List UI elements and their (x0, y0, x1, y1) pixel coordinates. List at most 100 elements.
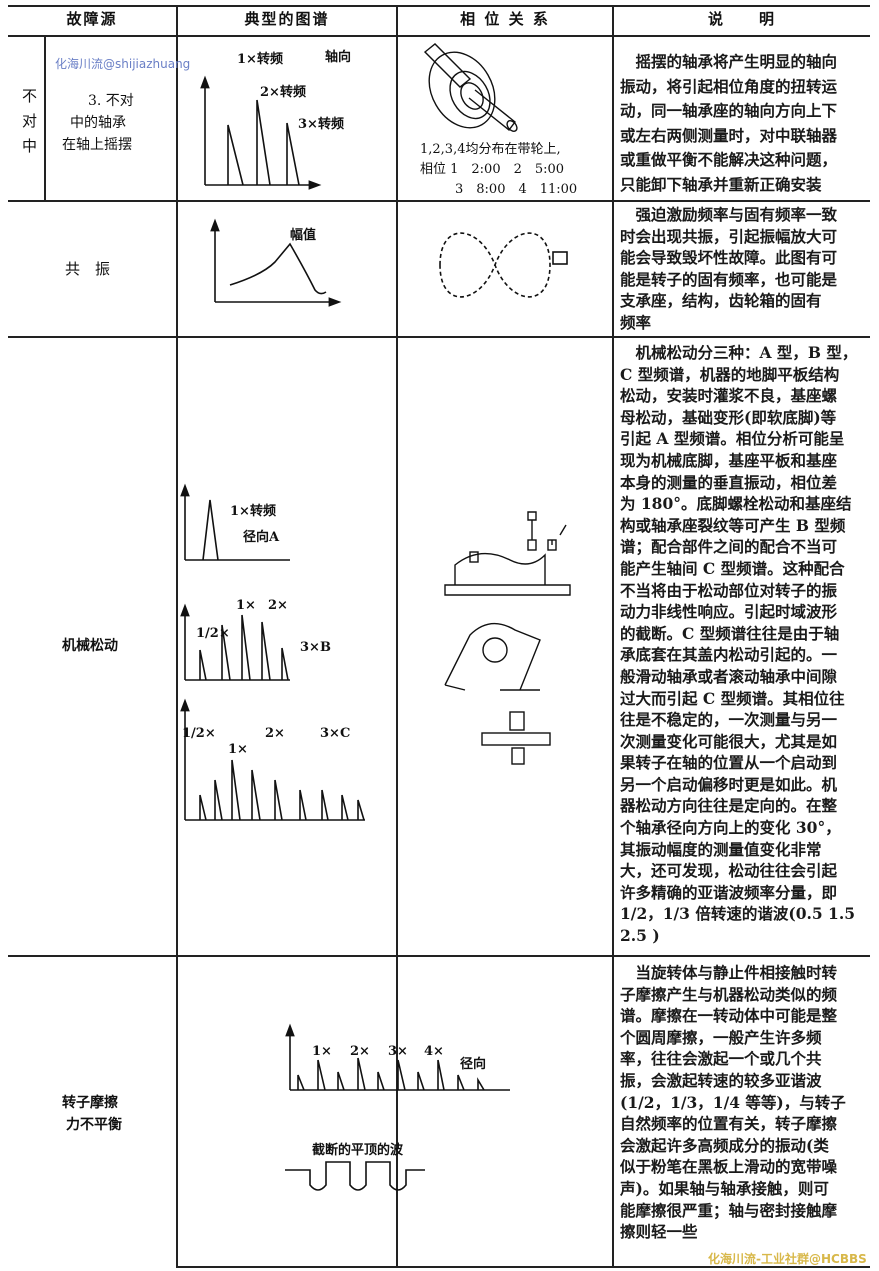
desc-line: 频率 (620, 312, 652, 332)
desc-line: 谱。摩擦在一转动体中可能是整 (620, 1006, 838, 1026)
desc-line: 1/2，1/3 倍转速的谐波(0.5 1.5 (620, 904, 856, 924)
description-rotor-rub: 当旋转体与静止件相接触时转子摩擦产生与机器松动类似的频谱。摩擦在一转动体中可能是… (620, 962, 872, 1243)
desc-line: 往是不稳定的，一次测量与另一 (620, 710, 838, 730)
desc-line: 次测量变化可能很大，尤其是如 (620, 731, 838, 751)
header-typical-spectrum: 典型的图谱 (244, 10, 330, 28)
desc-line: C 型频谱，机器的地脚平板结构 (620, 364, 840, 384)
desc-line: 振动，将引起相位角度的扭转运 (620, 76, 838, 96)
desc-line: 振，会激起转速的较多亚谐波 (620, 1070, 822, 1090)
pillow-block-icon (444, 622, 541, 691)
table-border-bottom (176, 1266, 870, 1268)
source-line: 转子摩擦 (62, 1095, 118, 1111)
desc-line: 许多精确的亚谐波频率分量，即 (620, 882, 838, 902)
desc-line: 摇摆的轴承将产生明显的轴向 (620, 52, 838, 71)
chart-label: 2× (268, 598, 288, 613)
desc-line: 般滑动轴承或者滚动轴承中间隙 (620, 666, 838, 686)
chart-label: 1×转频 (237, 52, 283, 67)
chart-label: 1× (228, 742, 248, 757)
desc-line: 其振动幅度的测量值变化非常 (620, 839, 822, 859)
chart-label: 1×转频 (230, 504, 276, 519)
figure-eight-mode-icon (439, 232, 568, 298)
desc-line: 个轴承径向方向上的变化 30°， (620, 818, 841, 838)
watermark-bottom: 化海川流-工业社群@HCBBS (708, 1252, 867, 1266)
desc-line: 能摩擦很严重；轴与密封接触摩 (620, 1200, 838, 1220)
divider (8, 336, 870, 338)
desc-line: 当旋转体与静止件相接触时转 (620, 963, 838, 982)
desc-line: 母松动，基础变形(即软底脚)等 (620, 407, 837, 427)
chart-label: 4× (424, 1044, 444, 1059)
desc-line: 个圆周摩擦，一般产生许多频 (620, 1027, 822, 1047)
chart-label: 径向A (243, 530, 280, 545)
spectrum-resonance (210, 218, 342, 307)
source-line: 3. 不对 (88, 93, 134, 109)
chart-label: 2× (265, 726, 285, 741)
desc-line: 似于粉笔在黑板上滑动的宽带噪 (620, 1157, 838, 1177)
description-misalignment: 摇摆的轴承将产生明显的轴向振动，将引起相位角度的扭转运动，同一轴承座的轴向方向上… (620, 50, 872, 197)
desc-line: 率，往往会激起一个或几个共 (620, 1049, 822, 1069)
spectrum-axial-misalignment (200, 75, 322, 190)
desc-line: 自然频率的位置有关，转子摩擦 (620, 1114, 838, 1134)
desc-line: 只能卸下轴承并重新正确安装 (620, 174, 822, 194)
cocked-bearing-icon (423, 43, 518, 132)
desc-line: 或重做平衡不能解决这种问题， (620, 150, 838, 169)
group-label: 不对中 (22, 87, 38, 155)
chart-label: 2× (350, 1044, 370, 1059)
source-line: 力不平衡 (66, 1117, 122, 1133)
chart-label: 3×C (320, 726, 351, 741)
desc-line: 子摩擦产生与机器松动类似的频 (620, 984, 838, 1004)
desc-line: 支承座，结构，齿轮箱的固有 (620, 291, 822, 310)
description-resonance: 强迫激励频率与固有频率一致时会出现共振，引起振幅放大可能会导致毁坏性故障。此图有… (620, 204, 872, 333)
divider (612, 5, 614, 1268)
desc-line: 过大而引起 C 型频谱。其相位往 (620, 688, 845, 708)
spectrum-rub (285, 1023, 510, 1091)
spectrum-looseness-a (180, 483, 290, 561)
desc-line: 不当将由于松动部位对转子的振 (620, 580, 838, 600)
desc-line: (1/2，1/3，1/4 等等)，与转子 (620, 1092, 846, 1112)
desc-line: 动，同一轴承座的轴向方向上下 (620, 101, 838, 120)
desc-line: 承底套在其盖内松动引起的。一 (620, 645, 838, 665)
divider (8, 35, 870, 37)
desc-line: 动力非线性响应。引起时域波形 (620, 602, 838, 622)
header-description: 说 明 (707, 10, 776, 28)
table-border-top (8, 5, 870, 7)
chart-label: 3×转频 (298, 117, 344, 132)
desc-line: 谱；配合部件之间的配合不当可 (620, 537, 838, 557)
source-line: 在轴上摇摆 (62, 137, 132, 153)
spectrum-looseness-b (180, 603, 290, 681)
desc-line: 声)。如果轴与轴承接触，则可 (620, 1178, 829, 1198)
chart-label: 1/2× (182, 726, 216, 741)
desc-line: 能是转子的固有频率，也可能是 (620, 269, 838, 289)
desc-line: 能产生轴间 C 型频谱。这种配合 (620, 558, 845, 578)
source-line: 机械松动 (62, 638, 118, 654)
desc-line: 松动，安装时灌浆不良，基座螺 (620, 386, 838, 406)
divider (44, 35, 46, 200)
header-phase-relation: 相 位 关 系 (460, 10, 550, 28)
desc-line: 构或轴承座裂纹等可产生 B 型频 (620, 515, 846, 535)
divider (176, 5, 178, 1268)
chart-label: 1× (236, 598, 256, 613)
divider (8, 200, 870, 202)
watermark-top: 化海川流@shijiazhuang (55, 57, 191, 71)
chart-label: 截断的平顶的波 (312, 1143, 404, 1158)
header-fault-source: 故障源 (66, 10, 118, 28)
phase-text: 1,2,3,4均分布在带轮上, (420, 142, 561, 157)
chart-label: 径向 (460, 1057, 487, 1072)
desc-line: 引起 A 型频谱。相位分析可能呈 (620, 429, 845, 449)
chart-label: 幅值 (290, 228, 317, 243)
description-mechanical-looseness: 机械松动分三种：A 型，B 型，C 型频谱，机器的地脚平板结构松动，安装时灌浆不… (620, 342, 872, 947)
truncated-wave-icon (285, 1161, 425, 1191)
desc-line: 会激起许多高频成分的振动(类 (620, 1135, 829, 1155)
divider (8, 955, 870, 957)
desc-line: 强迫激励频率与固有频率一致 (620, 205, 838, 224)
desc-line: 另一个启动偏移时更是如此。机 (620, 774, 838, 794)
desc-line: 的截断。C 型频谱往往是由于轴 (620, 623, 840, 643)
desc-line: 器松动方向往往是定向的。在整 (620, 796, 838, 816)
shaft-bearing-icon (481, 711, 551, 765)
chart-label: 3×B (300, 640, 331, 655)
desc-line: 擦则轻一些 (620, 1222, 698, 1242)
desc-line: 果转子在轴的位置从一个启动到 (620, 753, 838, 773)
desc-line: 大，还可发现，松动往往会引起 (620, 861, 838, 881)
phase-text: 相位 1 2:00 2 5:00 (420, 162, 565, 177)
